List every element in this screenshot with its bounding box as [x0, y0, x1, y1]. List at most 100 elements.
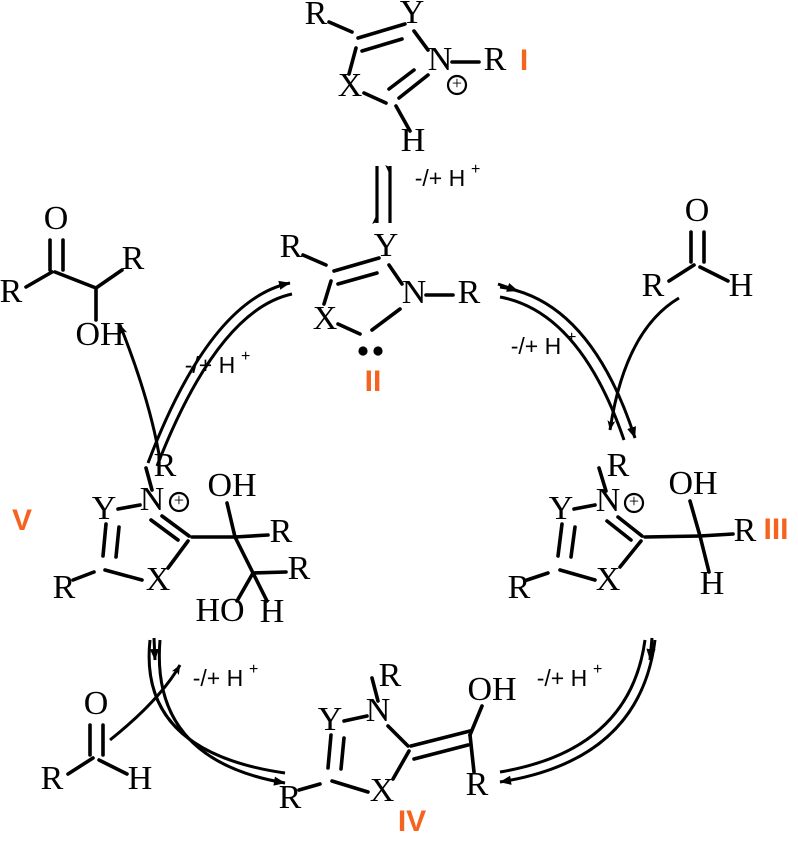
bond-V-N-C2-inner: [149, 518, 180, 542]
atom-label-ald1-R: R: [642, 267, 665, 304]
atom-label-II-Y: Y: [374, 227, 399, 264]
bond-IV-N-C2: [386, 724, 410, 748]
bond-IV-Y-C5: [326, 733, 333, 770]
label-proton-exchange-IV-V: -/+ H: [193, 665, 243, 691]
label-proton-sup-V-II: +: [241, 348, 250, 365]
positive-charge-sign-III: +: [629, 491, 639, 511]
bond-V-Ca-OH: [225, 501, 237, 539]
bond-Y-N: [412, 29, 430, 52]
arrow-IV-V-inner: [147, 639, 286, 775]
bond-V-N-R: [144, 466, 154, 492]
bond-C5-Y-inner: [360, 37, 404, 53]
bond-III-X-C2: [618, 539, 643, 569]
label-proton-sup-III-IV: +: [593, 661, 602, 678]
bond-N-C2-inner: [387, 68, 416, 91]
atom-label-IV-Y: Y: [318, 701, 343, 738]
arrow-IV-V-outer: [157, 639, 286, 786]
feed-arrow-aldehyde-bottom: [109, 664, 182, 742]
atom-label-X: X: [338, 67, 363, 104]
label-proton-sup-II-III: +: [567, 329, 576, 346]
bond-III-N-C2: [616, 515, 644, 538]
atom-label-III-OH: OH: [668, 465, 717, 502]
arrow-IV-V-tailhead: [149, 637, 160, 661]
reagent-aldehyde-bottom: O R H: [41, 685, 153, 797]
reagent-aldehyde-right: O R H: [642, 192, 754, 304]
atom-label-III-X: X: [596, 561, 621, 598]
atom-label-ald2-R: R: [41, 760, 64, 797]
bond-II-C5-Y: [332, 256, 381, 273]
bond-V-Cb-R: [251, 570, 288, 575]
bond-V-Cb-H: [251, 571, 269, 603]
atom-label-III-R2: R: [508, 569, 531, 606]
cycle-arrow-III-to-IV: -/+ H +: [499, 637, 657, 785]
cycle-arrow-V-to-II: -/+ H +: [146, 280, 293, 467]
arrow-V-II-inner: [155, 292, 293, 467]
positive-charge-sign: +: [452, 73, 462, 93]
bond-V-C5-X: [103, 568, 144, 582]
atom-label-II-N: N: [402, 274, 427, 311]
arrow-II-III-outer: [499, 285, 637, 439]
bond-N-C2: [397, 73, 430, 100]
atom-label-IV-X: X: [370, 772, 395, 809]
equilibrium-arrow-I-II: -/+ H +: [372, 161, 480, 224]
atom-label-V-X: X: [146, 561, 171, 598]
atom-label-Y: Y: [400, 0, 425, 31]
label-proton-exchange-1: -/+ H: [415, 165, 465, 191]
arrow-II-III-tailhead: [497, 282, 519, 293]
bond-V-N-Y: [116, 503, 142, 511]
bond-V-Y-C5: [101, 522, 108, 558]
lone-pair-dot-left: [358, 346, 368, 356]
atom-label-prod-R2: R: [122, 240, 145, 277]
structure-III: R N + Y X R OH R H III: [508, 447, 789, 606]
bond-IV-N-R: [370, 676, 380, 703]
bond-III-C5-R: [525, 571, 550, 582]
bond-V-X-C2: [166, 539, 190, 570]
bond-C5-Y: [356, 22, 407, 40]
structure-I: R Y N R X H + I: [305, 0, 529, 159]
atom-label-IV-R2: R: [279, 779, 302, 816]
atom-label-V-R4: R: [288, 550, 311, 587]
cycle-arrow-IV-to-V: -/+ H +: [147, 637, 286, 786]
atom-label-prod-O: O: [44, 200, 69, 237]
bond-II-C5-R: [301, 253, 328, 267]
label-proton-sup-IV-V: +: [249, 661, 258, 678]
numeral-III: III: [763, 513, 788, 546]
numeral-I: I: [520, 44, 528, 77]
atom-label-II-X: X: [313, 300, 338, 337]
bond-IV-Y-C5-inner: [339, 736, 346, 771]
bond-IV-C2-C-exo-inner: [412, 743, 470, 761]
product-acyloin: O R R OH: [0, 200, 145, 353]
atom-label-IV-N: N: [366, 692, 391, 729]
bond-III-N-R: [597, 466, 608, 493]
atom-label-III-H: H: [700, 565, 725, 602]
positive-charge-circle-III: [623, 492, 645, 514]
bond-prod-C-CH: [53, 270, 98, 290]
label-proton-exchange-II-III: -/+ H: [511, 333, 561, 359]
bond-V-C5-R: [71, 570, 96, 582]
atom-label-R: R: [305, 0, 328, 32]
atom-label-III-R3: R: [734, 512, 757, 549]
numeral-II: II: [365, 365, 382, 398]
label-proton-superscript-1: +: [471, 161, 480, 178]
atom-label-V-N: N: [140, 481, 165, 518]
atom-label-IV-R3: R: [466, 766, 489, 803]
numeral-IV: IV: [398, 805, 426, 838]
bond-X-C5: [347, 46, 358, 76]
arrow-III-IV-tailhead: [646, 637, 656, 661]
atom-label-ald1-H: H: [729, 267, 754, 304]
bond-II-X-C5: [322, 279, 333, 306]
bond-V-Ca-R: [233, 533, 270, 539]
numeral-V: V: [12, 504, 32, 537]
atom-label-R2: R: [484, 41, 507, 78]
atom-label-prod-R: R: [0, 273, 23, 310]
bond-III-C2-C: [643, 534, 702, 539]
atom-label-V-Y: Y: [92, 490, 117, 527]
atom-label-prod-OH: OH: [75, 316, 124, 353]
bond-prod-CH-R: [94, 268, 124, 290]
bond-C2-H: [394, 104, 412, 133]
label-proton-exchange-V-II: -/+ H: [185, 352, 235, 378]
atom-label-IV-OH: OH: [467, 671, 516, 708]
positive-charge-circle-V: [168, 491, 190, 513]
